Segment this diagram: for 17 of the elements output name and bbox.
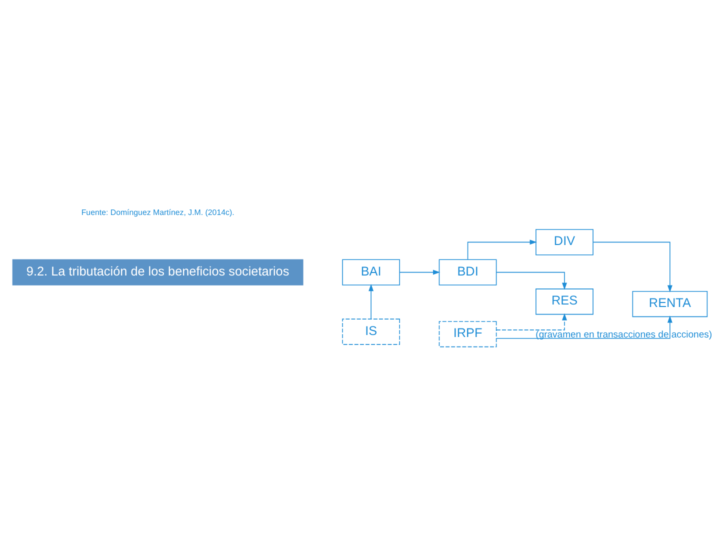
arrow bbox=[368, 283, 374, 319]
node-box: RES bbox=[536, 288, 594, 314]
node-box: IRPF bbox=[438, 320, 497, 347]
edge-label: (gravamen en transacciones de acciones) bbox=[536, 329, 712, 340]
arrow bbox=[467, 239, 537, 260]
arrow bbox=[496, 271, 567, 290]
arrow bbox=[592, 241, 672, 292]
diagram-title: 9.2. La tributación de los beneficios societarios bbox=[26, 264, 290, 278]
caption: Fuente: Domínguez Martínez, J.M. (2014c). bbox=[81, 207, 234, 216]
node-box: DIV bbox=[536, 228, 594, 255]
node-box: IS bbox=[342, 318, 400, 344]
arrow bbox=[496, 315, 672, 338]
node-box: BDI bbox=[438, 258, 497, 285]
node-box: BAI bbox=[342, 258, 400, 285]
arrow bbox=[496, 312, 567, 330]
arrow bbox=[399, 269, 440, 274]
node-box: RENTA bbox=[632, 290, 708, 317]
